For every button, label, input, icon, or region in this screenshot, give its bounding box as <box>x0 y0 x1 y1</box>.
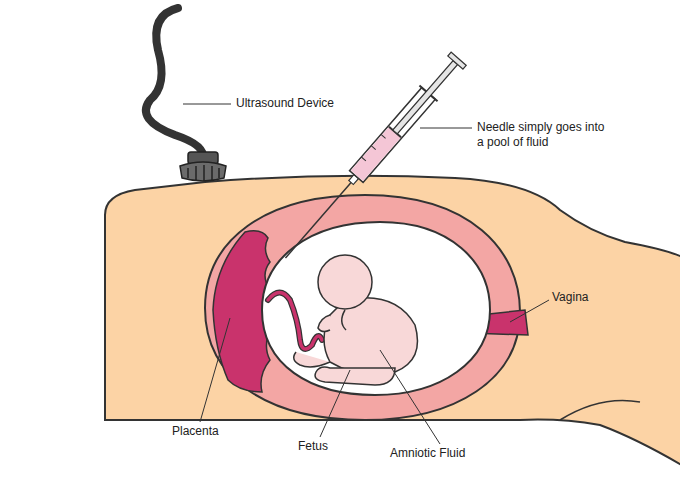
amniotic-sac <box>262 222 490 395</box>
part-label: Amniotic Fluid <box>390 446 465 461</box>
part-label: Vagina <box>552 290 588 305</box>
syringe <box>276 51 467 266</box>
uterus-wall <box>205 195 520 420</box>
leader-lines <box>183 104 549 444</box>
part-label: Fetus <box>298 439 328 454</box>
ultrasound-probe <box>180 152 226 181</box>
part-label: Ultrasound Device <box>236 96 334 111</box>
umbilical-cord <box>268 293 322 350</box>
ultrasound-cable <box>146 8 203 158</box>
fetus <box>294 255 418 385</box>
body-outline <box>105 176 680 481</box>
part-label: Needle simply goes into a pool of fluid <box>477 120 607 150</box>
umbilical-cord-fill <box>268 293 322 350</box>
part-label: Placenta <box>172 424 219 439</box>
thigh-line <box>560 400 640 420</box>
